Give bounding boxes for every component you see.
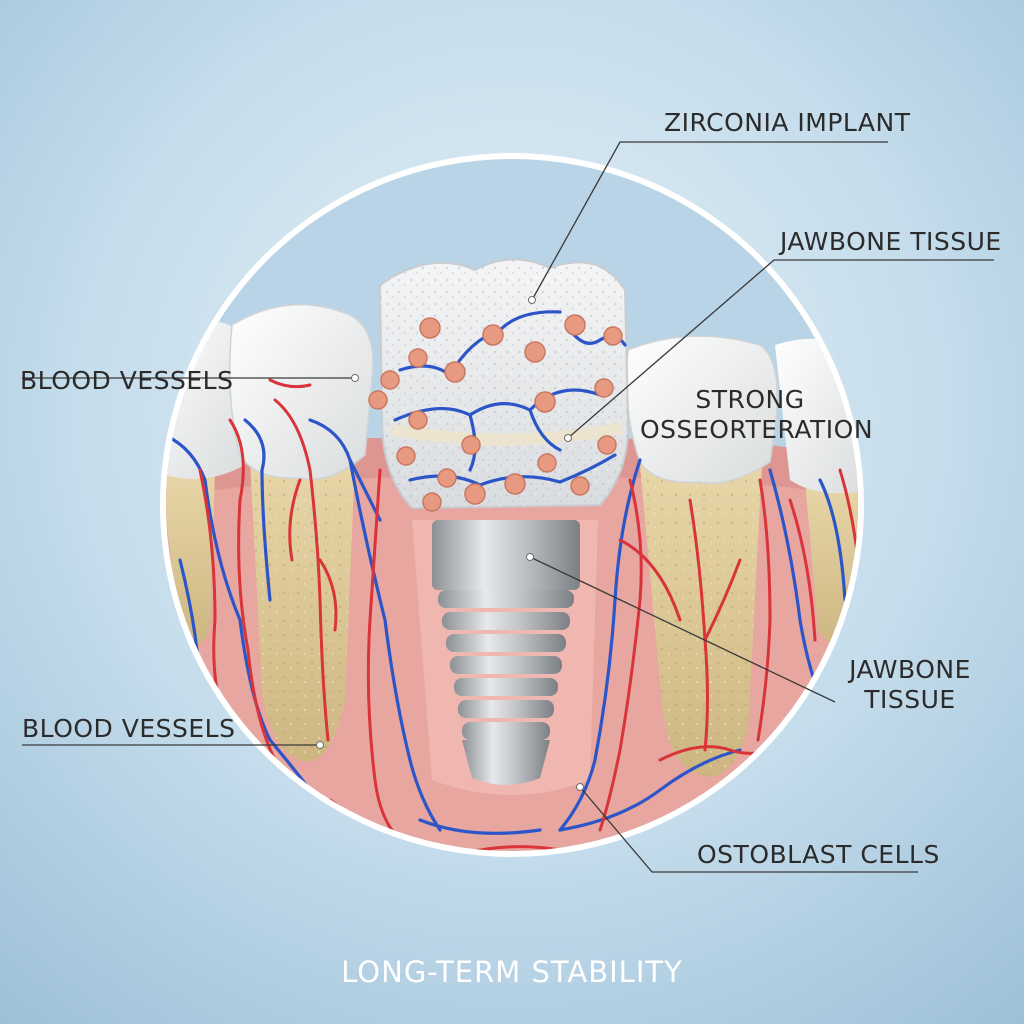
label-ostoblast-cells: OSTOBLAST CELLS bbox=[697, 840, 940, 869]
right-tooth bbox=[625, 335, 779, 777]
label-strong-line2: OSSEORTERATION bbox=[640, 415, 874, 444]
leader-lines bbox=[22, 141, 994, 873]
zirconia-crown bbox=[378, 258, 630, 510]
label-blood-vessels-top: BLOOD VESSELS bbox=[20, 366, 234, 395]
label-jawbone-line1: JAWBONE bbox=[849, 655, 971, 684]
label-jawbone-tissue-bottom: JAWBONE TISSUE bbox=[840, 655, 980, 715]
label-jawbone-line2: TISSUE bbox=[864, 685, 956, 714]
left-tooth bbox=[229, 303, 374, 762]
label-jawbone-tissue-top: JAWBONE TISSUE bbox=[780, 227, 1002, 256]
label-zirconia-implant: ZIRCONIA IMPLANT bbox=[664, 108, 911, 137]
osteoblast-cells bbox=[368, 314, 623, 512]
titanium-screw bbox=[432, 520, 580, 785]
footer-caption: LONG-TERM STABILITY bbox=[341, 955, 683, 989]
label-strong-osseointegration: STRONG OSSEORTERATION bbox=[640, 385, 874, 445]
leader-dots bbox=[316, 296, 584, 791]
label-strong-line1: STRONG bbox=[695, 385, 805, 414]
label-blood-vessels-bottom: BLOOD VESSELS bbox=[22, 714, 236, 743]
blood-vessels-blue bbox=[166, 310, 847, 835]
